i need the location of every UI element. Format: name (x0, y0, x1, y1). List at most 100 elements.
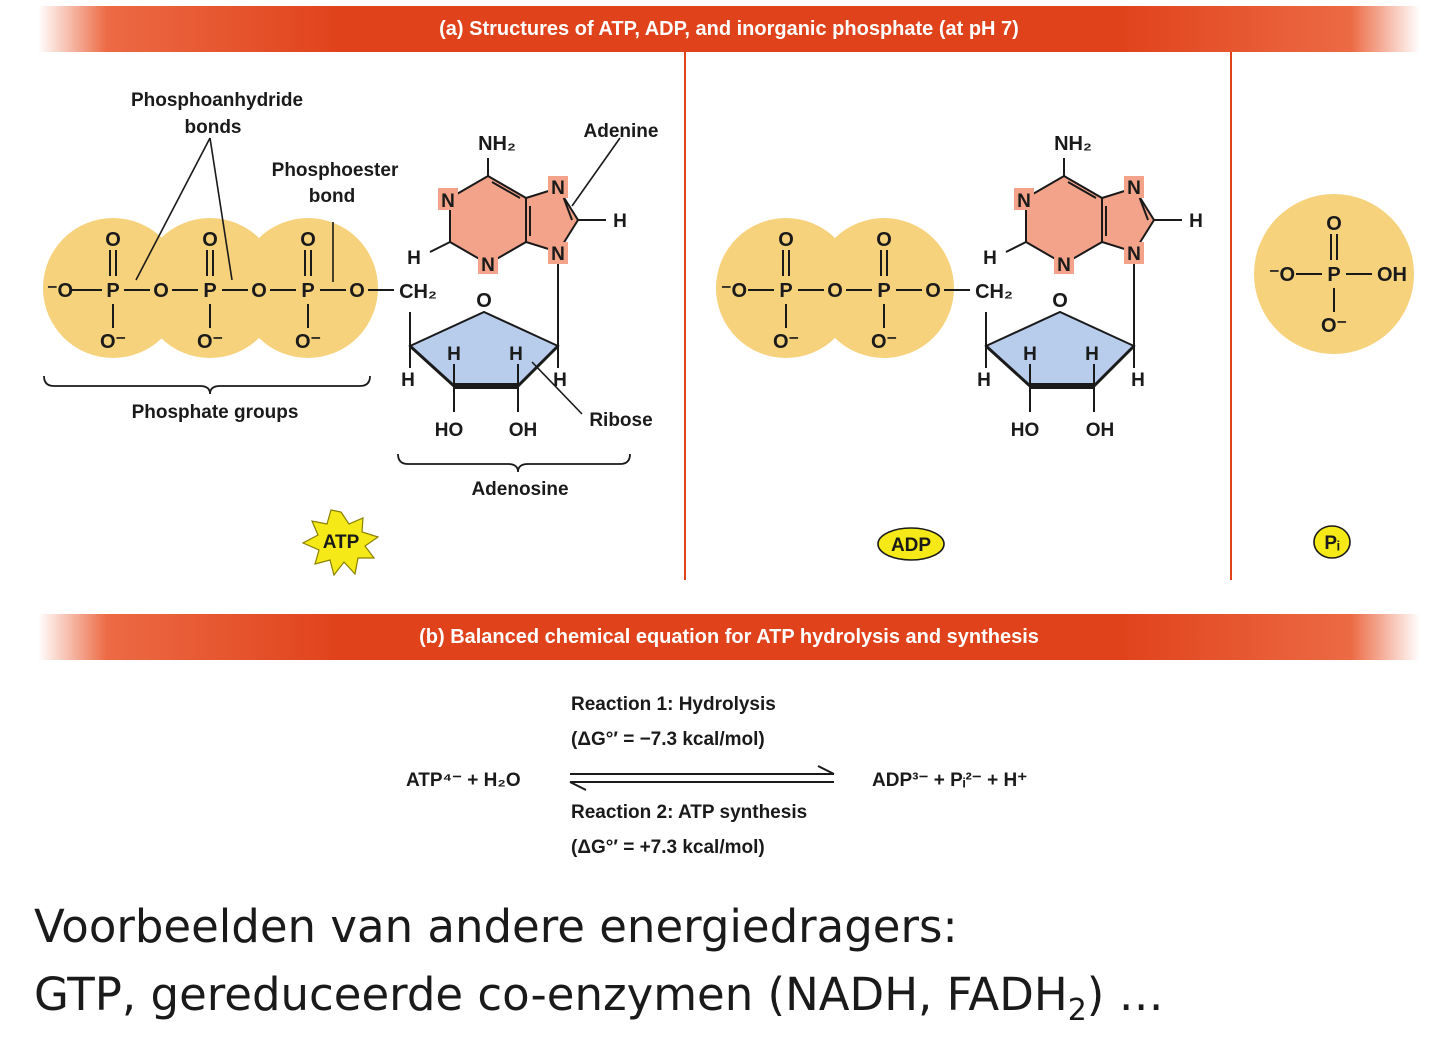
atom-o: O (202, 229, 218, 251)
bottom-line-2-text: GTP, gereduceerde co-enzymen (NADH, FADH (34, 968, 1068, 1021)
atom-o-minus: O⁻ (197, 331, 223, 353)
atom-ho: HO (435, 420, 464, 441)
atom-p: P (779, 280, 792, 302)
bottom-line-2: GTP, gereduceerde co-enzymen (NADH, FADH… (34, 972, 1164, 1026)
equation-right: ADP³⁻ + Pᵢ²⁻ + H⁺ (872, 770, 1027, 791)
atom-p: P (203, 280, 216, 302)
label-phosphoester: Phosphoester (272, 160, 399, 181)
atp-structure: O O O ⁻O P O P O P O O⁻ O⁻ O⁻ CH₂ O (43, 90, 659, 577)
adp-structure: O O ⁻O P O P O O⁻ O⁻ CH₂ O H H H H HO OH (716, 133, 1203, 561)
phosphate-circle (814, 218, 954, 358)
phosphate-circle (716, 218, 856, 358)
reaction-1-label: Reaction 1: Hydrolysis (571, 694, 776, 715)
phosphate-groups-brace (43, 375, 371, 395)
atom-o-minus: O⁻ (1321, 315, 1347, 337)
atom-o-minus: O⁻ (100, 331, 126, 353)
atom-n: N (551, 178, 565, 199)
phosphate-circle (1254, 194, 1414, 354)
atom-n: N (1017, 191, 1031, 212)
atom-oh: OH (1377, 264, 1407, 286)
bottom-line-2-end: ) … (1086, 968, 1164, 1021)
atom-minus-o: ⁻O (47, 280, 73, 302)
atom-o: O (925, 280, 941, 302)
atom-h: H (1085, 344, 1099, 365)
atom-o: O (1326, 213, 1342, 235)
atom-h: H (613, 211, 627, 232)
pi-structure: O ⁻O P OH O⁻ Pᵢ (1254, 194, 1414, 559)
label-bond: bond (309, 186, 355, 207)
atom-minus-o: ⁻O (1269, 264, 1295, 286)
atom-o-minus: O⁻ (871, 331, 897, 353)
atom-h: H (401, 370, 415, 391)
atom-p: P (106, 280, 119, 302)
atom-h: H (1189, 211, 1203, 232)
atom-h: H (553, 370, 567, 391)
atom-n: N (1057, 255, 1071, 276)
label-phosphate-groups: Phosphate groups (132, 402, 299, 423)
atom-n: N (441, 191, 455, 212)
atom-minus-o: ⁻O (721, 280, 747, 302)
equation-left: ATP⁴⁻ + H₂O (406, 770, 521, 791)
atom-h: H (509, 344, 523, 365)
reaction-1-delta-g: (ΔG°′ = −7.3 kcal/mol) (571, 729, 765, 750)
atom-o: O (349, 280, 365, 302)
pi-badge-oval (1313, 525, 1351, 559)
adenosine-brace (397, 453, 631, 473)
atom-n: N (551, 244, 565, 265)
atom-nh2: NH₂ (1054, 133, 1092, 155)
atom-o: O (876, 229, 892, 251)
label-adenine: Adenine (584, 121, 659, 142)
atp-adp-pi-diagram: O O O ⁻O P O P O P O O⁻ O⁻ O⁻ CH₂ O (43, 52, 1414, 858)
reaction-2-label: Reaction 2: ATP synthesis (571, 802, 807, 823)
atom-o-minus: O⁻ (773, 331, 799, 353)
atom-n: N (1127, 244, 1141, 265)
label-bonds: bonds (185, 117, 242, 138)
adenine-six-ring (1025, 174, 1103, 266)
atom-p: P (877, 280, 890, 302)
banner-b: (b) Balanced chemical equation for ATP h… (38, 614, 1420, 660)
bottom-line-1: Voorbeelden van andere energiedragers: (34, 900, 958, 953)
forward-arrow-head (817, 765, 835, 775)
phosphate-circle (140, 218, 280, 358)
atom-o: O (476, 290, 492, 312)
adp-badge: ADP (891, 535, 931, 556)
atom-n: N (1127, 178, 1141, 199)
atom-h: H (1023, 344, 1037, 365)
adp-badge-oval (877, 527, 945, 561)
atom-o: O (153, 280, 169, 302)
adenine-six-ring (449, 174, 527, 266)
atom-n: N (481, 255, 495, 276)
ribose-ring (408, 310, 560, 387)
label-ribose: Ribose (589, 410, 652, 431)
atom-oh: OH (509, 420, 538, 441)
atp-badge-star (301, 509, 380, 577)
atom-p: P (1327, 264, 1340, 286)
atp-badge: ATP (323, 532, 360, 553)
atom-h: H (447, 344, 461, 365)
label-phosphoanhydride: Phosphoanhydride (131, 90, 303, 111)
reaction-2-delta-g: (ΔG°′ = +7.3 kcal/mol) (571, 837, 765, 858)
ribose-ring (984, 310, 1136, 387)
atom-o: O (251, 280, 267, 302)
atom-ho: HO (1011, 420, 1040, 441)
atom-o: O (778, 229, 794, 251)
atom-o: O (300, 229, 316, 251)
banner-a: (a) Structures of ATP, ADP, and inorgani… (38, 6, 1420, 52)
atom-h: H (977, 370, 991, 391)
atom-ch2: CH₂ (975, 281, 1013, 303)
atom-o: O (105, 229, 121, 251)
atom-nh2: NH₂ (478, 133, 516, 155)
bottom-line-2-subscript: 2 (1067, 993, 1087, 1028)
pi-badge: Pᵢ (1324, 533, 1340, 554)
atom-o-minus: O⁻ (295, 331, 321, 353)
reverse-arrow-head (569, 781, 587, 791)
equation: Reaction 1: Hydrolysis (ΔG°′ = −7.3 kcal… (406, 694, 1027, 858)
atom-ch2: CH₂ (399, 281, 437, 303)
atom-oh: OH (1086, 420, 1115, 441)
atom-h: H (407, 248, 421, 269)
label-adenosine: Adenosine (471, 479, 568, 500)
atom-p: P (301, 280, 314, 302)
atom-h: H (1131, 370, 1145, 391)
atom-o: O (1052, 290, 1068, 312)
atom-o: O (827, 280, 843, 302)
